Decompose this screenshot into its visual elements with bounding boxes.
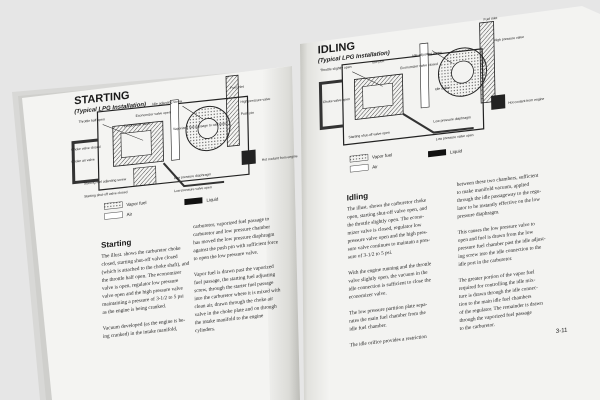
svg-text:idle fuel chamber.: idle fuel chamber.: [349, 321, 386, 332]
left-col2: carburetor, vaporized fuel passage to ca…: [193, 215, 281, 334]
callout: Idle adjusting screw: [412, 50, 442, 57]
callout: Hot coolant from engine: [262, 154, 298, 162]
callout: Hot coolant from engine: [508, 97, 544, 105]
left-heading: STARTING: [74, 90, 130, 108]
callout: Starting shut-off valve closed: [84, 190, 128, 199]
right-col1: The illust. shows the carburetor choke o…: [347, 197, 432, 348]
callout: Starting shut-off valve open: [349, 131, 390, 140]
callout: Idle orifice: [435, 86, 451, 92]
legend-air: Air: [372, 164, 378, 170]
legend-vapor: Vapor fuel: [372, 152, 392, 159]
callout: Throttle half open: [79, 117, 106, 124]
svg-text:pressure diaphragm.: pressure diaphragm.: [457, 209, 499, 220]
callout: Low pressure valve open: [436, 133, 474, 141]
callout: Economizer valve closed: [400, 62, 438, 70]
legend-air: Air: [127, 212, 133, 218]
callout: Push pin: [241, 111, 254, 116]
starting-diagram: [71, 74, 256, 191]
left-page: [22, 66, 300, 400]
callout: Economizer valve open: [136, 110, 171, 118]
callout: High pressure valve: [494, 35, 524, 42]
callout: Starting fuel adjusting screw: [84, 177, 127, 185]
svg-text:cylinders.: cylinders.: [195, 326, 215, 334]
right-legend: Vapor fuel Air Liquid: [349, 148, 463, 173]
callout: Fuel inlet: [230, 85, 244, 90]
callout: Idle port: [372, 59, 384, 64]
callout: Low pressure valve open: [174, 185, 212, 193]
page-number: 3-11: [556, 328, 568, 335]
callout: Choke valve closed: [71, 145, 101, 152]
callout: Idle adjusting screw: [152, 99, 182, 106]
left-section-title: Starting: [101, 238, 131, 250]
legend-liquid: Liquid: [450, 148, 463, 154]
callout: Choke air valve: [71, 157, 94, 163]
callout: Fuel inlet: [483, 16, 497, 22]
callout: High pressure valve: [241, 97, 271, 104]
right-heading: IDLING: [318, 40, 355, 56]
left-callouts: Idle adjusting screw Throttle half open …: [71, 85, 298, 199]
callout: Choke valve open: [323, 97, 350, 104]
legend-liquid: Liquid: [206, 196, 219, 202]
svg-text:to the carburetor.: to the carburetor.: [460, 322, 495, 332]
callout: Economizer valve: [124, 121, 151, 128]
svg-text:economizer valve.: economizer valve.: [349, 290, 387, 300]
callout: Vaporized fuel passage to carburetor: [173, 121, 229, 131]
left-legend: Vapor fuel Air Liquid: [104, 196, 219, 220]
callout: Throttle slightly open: [320, 65, 352, 73]
legend-vapor: Vapor fuel: [126, 200, 146, 207]
right-section-title: Idling: [347, 191, 369, 202]
idling-diagram: [318, 20, 506, 146]
callout: Low pressure diaphragm: [174, 172, 211, 180]
right-callouts: Idle port Throttle slightly open Idle ad…: [320, 16, 544, 141]
callout: Low pressure diaphragm: [433, 115, 471, 123]
